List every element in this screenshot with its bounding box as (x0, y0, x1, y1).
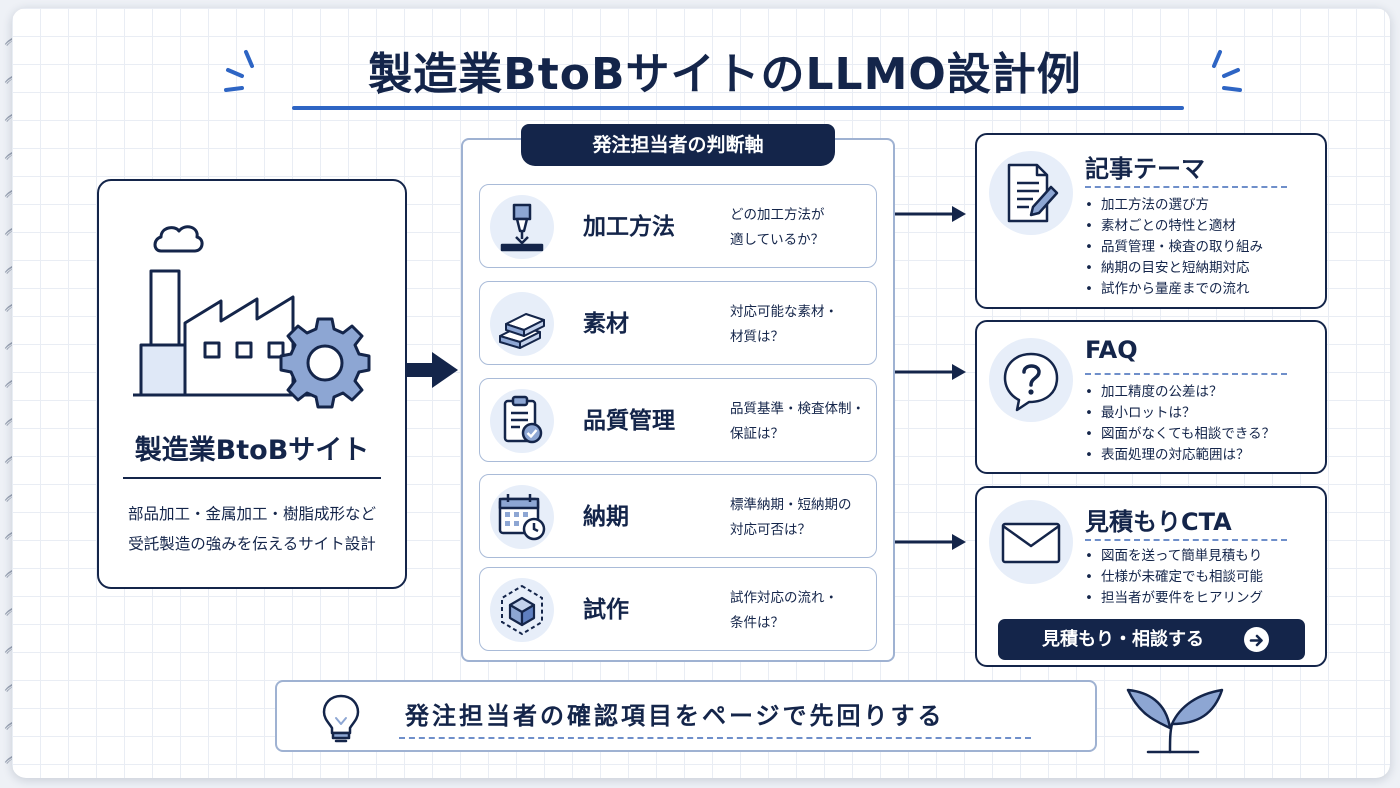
site-card: 製造業BtoBサイト 部品加工・金属加工・樹脂成形など 受託製造の強みを伝えるサ… (97, 179, 407, 589)
title-underline (292, 106, 1184, 110)
site-desc-line-1: 部品加工・金属加工・樹脂成形など (127, 505, 376, 523)
criteria-label: 試作 (583, 597, 629, 623)
arrow-to-faq (895, 364, 966, 380)
factory-gear-icon (133, 225, 371, 409)
card-title: FAQ (1085, 336, 1138, 364)
card-list: 図面を送って簡単見積もり 仕様が未確定でも相談可能 担当者が要件をヒアリング (1085, 546, 1263, 609)
criteria-question-line: 対応可否は？ (730, 522, 811, 538)
sprout-icon (1126, 688, 1224, 754)
site-desc-line-2: 受託製造の強みを伝えるサイト設計 (128, 535, 376, 553)
list-item: 図面がなくても相談できる？ (1085, 424, 1275, 445)
clipboard-check-icon (503, 395, 543, 444)
list-item: 加工精度の公差は？ (1085, 382, 1275, 403)
sparkle-right-icon (1212, 50, 1242, 92)
criteria-question-line: 条件は？ (730, 615, 784, 631)
list-item: 図面を送って簡単見積もり (1085, 546, 1263, 567)
card-list: 加工精度の公差は？ 最小ロットは？ 図面がなくても相談できる？ 表面処理の対応範… (1085, 382, 1275, 466)
criteria-label: 加工方法 (583, 214, 675, 240)
machining-icon (500, 203, 544, 252)
page-title: 製造業BtoBサイトのLLMO設計例 (368, 49, 1082, 100)
cta-button-label: 見積もり・相談する (1042, 629, 1204, 650)
criteria-row-material: 素材 対応可能な素材・ 材質は？ (479, 281, 877, 365)
criteria-question-line: どの加工方法が (730, 207, 825, 223)
criteria-row-prototype: 試作 試作対応の流れ・ 条件は？ (479, 567, 877, 651)
document-pen-icon (1007, 163, 1059, 223)
criteria-question-line: 対応可能な素材・ (730, 304, 838, 320)
site-description: 部品加工・金属加工・樹脂成形など 受託製造の強みを伝えるサイト設計 (99, 499, 405, 559)
quote-consult-button[interactable]: 見積もり・相談する (998, 619, 1305, 660)
list-item: 担当者が要件をヒアリング (1085, 588, 1263, 609)
list-item: 試作から量産までの流れ (1085, 279, 1263, 300)
criteria-row-quality: 品質管理 品質基準・検査体制・ 保証は？ (479, 378, 877, 462)
list-item: 素材ごとの特性と適材 (1085, 216, 1263, 237)
criteria-label: 納期 (583, 504, 629, 530)
material-bars-icon (499, 313, 545, 349)
criteria-row-machining: 加工方法 どの加工方法が 適しているか？ (479, 184, 877, 268)
prototype-cube-icon (501, 584, 543, 636)
criteria-question: どの加工方法が 適しているか？ (730, 203, 878, 253)
criteria-question-line: 適しているか？ (730, 232, 825, 248)
list-item: 納期の目安と短納期対応 (1085, 258, 1263, 279)
criteria-question-line: 材質は？ (730, 329, 784, 345)
list-item: 加工方法の選び方 (1085, 195, 1263, 216)
criteria-question-line: 試作対応の流れ・ (730, 590, 838, 606)
list-item: 最小ロットは？ (1085, 403, 1275, 424)
banner-text: 発注担当者の確認項目をページで先回りする (405, 702, 945, 730)
site-divider (123, 477, 381, 479)
faq-card: FAQ 加工精度の公差は？ 最小ロットは？ 図面がなくても相談できる？ 表面処理… (975, 320, 1327, 474)
criteria-question: 試作対応の流れ・ 条件は？ (730, 586, 878, 636)
criteria-question: 標準納期・短納期の 対応可否は？ (730, 493, 878, 543)
card-list: 加工方法の選び方 素材ごとの特性と適材 品質管理・検査の取り組み 納期の目安と短… (1085, 195, 1263, 300)
criteria-question: 対応可能な素材・ 材質は？ (730, 300, 878, 350)
criteria-question: 品質基準・検査体制・ 保証は？ (730, 397, 878, 447)
bottom-banner: 発注担当者の確認項目をページで先回りする (275, 680, 1097, 752)
card-title-underline (1085, 186, 1287, 188)
arrow-right-icon (1249, 634, 1263, 647)
criteria-header: 発注担当者の判断軸 (521, 124, 835, 166)
criteria-label: 品質管理 (583, 408, 675, 434)
list-item: 品質管理・検査の取り組み (1085, 237, 1263, 258)
card-title: 見積もりCTA (1085, 508, 1232, 536)
question-bubble-icon (1003, 352, 1059, 412)
card-title-underline (1085, 539, 1287, 541)
calendar-clock-icon (498, 494, 546, 541)
envelope-icon (1001, 522, 1061, 564)
criteria-label: 素材 (583, 311, 629, 337)
arrow-site-to-criteria (405, 352, 458, 388)
arrow-to-cta (895, 534, 966, 550)
criteria-question-line: 標準納期・短納期の (730, 497, 852, 513)
criteria-question-line: 保証は？ (730, 426, 784, 442)
criteria-question-line: 品質基準・検査体制・ (730, 401, 865, 417)
criteria-row-delivery: 納期 標準納期・短納期の 対応可否は？ (479, 474, 877, 558)
sparkle-left-icon (224, 50, 254, 92)
site-title: 製造業BtoBサイト (134, 435, 370, 466)
list-item: 表面処理の対応範囲は？ (1085, 445, 1275, 466)
card-title-underline (1085, 373, 1287, 375)
card-title: 記事テーマ (1085, 155, 1205, 183)
list-item: 仕様が未確定でも相談可能 (1085, 567, 1263, 588)
lightbulb-icon (322, 694, 360, 743)
article-theme-card: 記事テーマ 加工方法の選び方 素材ごとの特性と適材 品質管理・検査の取り組み 納… (975, 133, 1327, 309)
banner-underline (399, 737, 1031, 739)
arrow-to-article (895, 206, 966, 222)
